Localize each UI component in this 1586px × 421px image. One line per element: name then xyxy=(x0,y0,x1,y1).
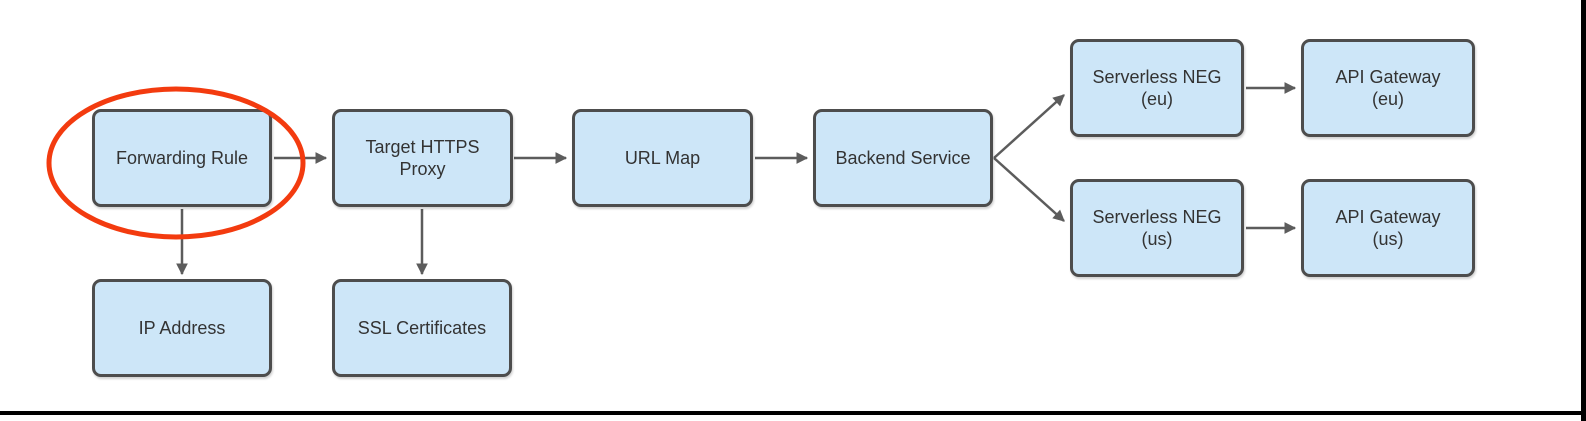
node-url-map[interactable]: URL Map xyxy=(572,109,753,207)
node-ssl-certificates-label: SSL Certificates xyxy=(357,317,487,338)
node-serverless-neg-eu-label: Serverless NEG (eu) xyxy=(1092,66,1222,110)
frame-bottom-line xyxy=(0,411,1586,415)
node-api-gateway-us[interactable]: API Gateway (us) xyxy=(1301,179,1475,277)
edge-backend-service-to-serverless-neg-eu xyxy=(993,94,1065,159)
node-ip-address-label: IP Address xyxy=(138,317,226,338)
edge-backend-service-to-serverless-neg-us xyxy=(993,157,1065,222)
node-serverless-neg-us-label: Serverless NEG (us) xyxy=(1092,206,1222,250)
node-forwarding-rule-label: Forwarding Rule xyxy=(115,147,249,168)
node-ip-address[interactable]: IP Address xyxy=(92,279,272,377)
frame-right-line xyxy=(1581,0,1586,421)
node-ssl-certificates[interactable]: SSL Certificates xyxy=(332,279,512,377)
node-backend-service-label: Backend Service xyxy=(835,147,971,168)
node-api-gateway-us-label: API Gateway (us) xyxy=(1335,206,1441,250)
node-forwarding-rule[interactable]: Forwarding Rule xyxy=(92,109,272,207)
node-backend-service[interactable]: Backend Service xyxy=(813,109,993,207)
node-url-map-label: URL Map xyxy=(624,147,701,168)
node-serverless-neg-eu[interactable]: Serverless NEG (eu) xyxy=(1070,39,1244,137)
node-api-gateway-eu[interactable]: API Gateway (eu) xyxy=(1301,39,1475,137)
node-api-gateway-eu-label: API Gateway (eu) xyxy=(1335,66,1441,110)
node-serverless-neg-us[interactable]: Serverless NEG (us) xyxy=(1070,179,1244,277)
node-target-https-proxy[interactable]: Target HTTPS Proxy xyxy=(332,109,513,207)
node-target-https-proxy-label: Target HTTPS Proxy xyxy=(365,136,480,180)
